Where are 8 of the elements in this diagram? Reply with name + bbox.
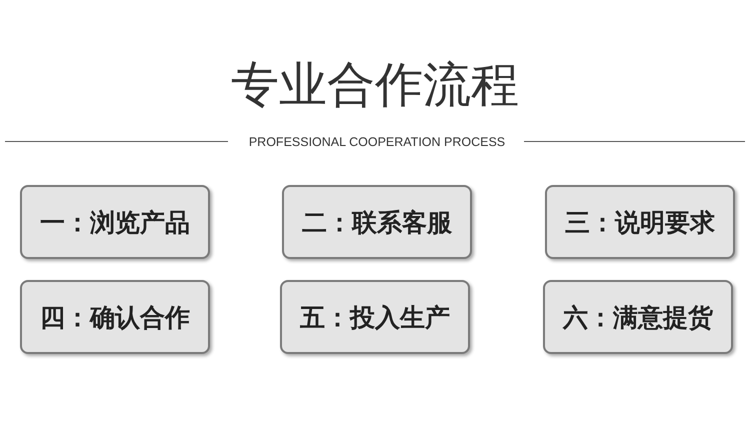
- subtitle: PROFESSIONAL COOPERATION PROCESS: [248, 134, 506, 151]
- step-box: 五：投入生产: [280, 280, 470, 354]
- step-box: 二：联系客服: [282, 185, 472, 259]
- step-box: 四：确认合作: [20, 280, 210, 354]
- step-box: 六：满意提货: [543, 280, 733, 354]
- step-box: 一：浏览产品: [20, 185, 210, 259]
- step-box: 三：说明要求: [545, 185, 735, 259]
- title: 专业合作流程: [230, 56, 520, 115]
